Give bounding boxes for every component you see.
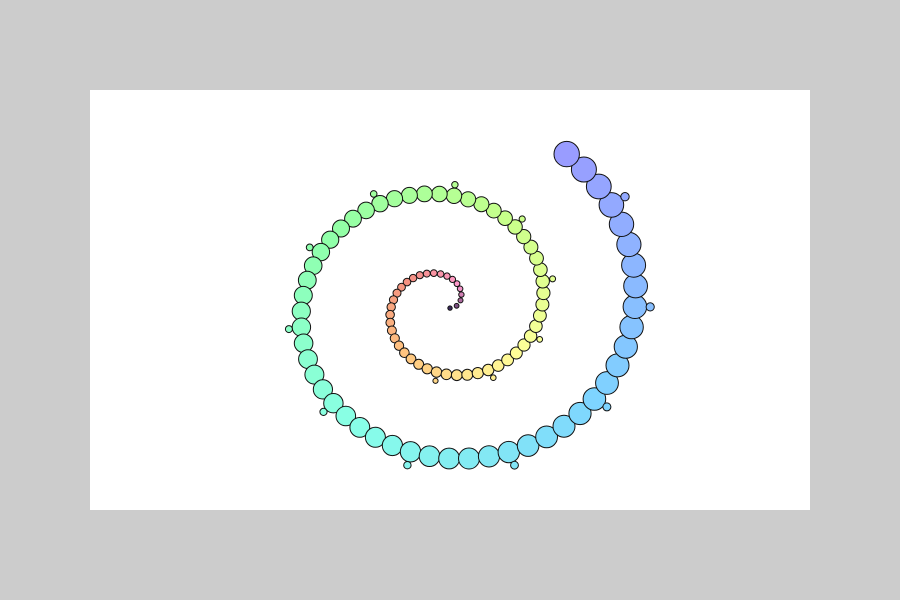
spiral-circle [448,275,457,283]
spiral-circle [381,434,403,457]
spiral-circle [517,338,531,352]
spiral-circle [509,346,523,360]
spiral-circle [460,191,477,208]
spiral-circle [293,285,313,305]
spiral-circle [385,317,396,328]
spiral-circle [321,230,340,249]
spiral-circle [552,414,576,438]
spiral-circle [450,369,463,382]
spiral-circle [397,282,406,292]
satellite-circle [403,461,412,470]
spiral-circle [523,239,539,255]
spiral-circle [405,353,417,365]
spiral-circle [585,173,612,200]
spiral-circle [416,185,433,203]
spiral-circle [349,417,371,438]
spiral-circle [399,347,410,359]
spiral-circle [456,285,464,293]
spiral-circle [408,273,418,283]
satellite-circle [451,181,459,189]
spiral-circle [436,270,445,278]
spiral-circle [431,185,448,203]
spiral-circle [393,340,405,351]
spiral-circle [440,368,453,381]
spiral-circle [598,192,625,218]
spiral-circle [516,434,540,457]
spiral-circle [438,447,461,470]
spiral-circle [568,401,592,426]
spiral-circle [497,440,520,464]
spiral-circle [323,393,344,414]
spiral-circle [402,277,412,287]
spiral-circle [458,447,480,470]
spiral-circle [621,252,647,278]
spiral-circle [582,387,607,411]
spiral-circle [453,280,461,288]
spiral-circle [619,314,644,340]
spiral-circle [491,359,505,372]
satellite-circle [369,190,378,198]
satellite-circle [620,192,630,202]
spiral-circle [553,140,580,168]
spiral-circle [399,441,422,463]
spiral-circle [623,273,648,299]
satellite-circle [284,325,293,334]
spiral-circles [284,140,655,470]
spiral-circle [430,366,443,378]
spiral-circle [507,219,523,235]
spiral-circle [312,379,333,400]
satellite-circle [432,377,439,384]
satellite-circle [490,374,497,382]
satellite-circle [305,243,314,252]
satellite-circle [645,302,655,312]
spiral-circle [357,201,375,220]
spiral-circle [418,445,441,468]
spiral-circle [415,271,424,280]
spiral-circle [413,358,425,370]
spiral-circle [291,317,312,337]
satellite-circle [319,407,328,416]
spiral-circle [497,210,513,226]
spiral-circle [443,272,451,280]
spiral-circle [385,190,404,208]
spiral-circle [344,209,362,228]
spiral-circle [516,229,532,245]
spiral-circle [461,368,474,381]
spiral-circle [471,367,484,380]
spiral-circle [595,371,619,395]
spiral-circle [445,187,463,205]
spiral-circle [400,186,418,204]
spiral-circle [570,156,597,183]
spiral-circle [457,297,464,304]
satellite-circle [510,460,519,470]
spiral-circle [477,445,501,468]
satellite-circle [549,275,557,283]
spiral-circle [458,291,465,298]
satellite-circle [518,215,526,223]
satellite-circle [536,336,544,343]
spiral-circle [447,305,453,311]
spiral-circle [622,294,648,319]
satellite-circle [602,402,612,412]
canvas-panel [90,90,810,510]
spiral-circle [501,353,515,367]
spiral-circle [332,219,350,238]
spiral-circle [485,202,502,219]
spiral-circle [535,425,559,449]
spiral-circle [335,405,357,427]
spiral-of-circles [284,140,655,470]
spiral-circle [429,269,438,278]
spiral-circle [422,269,431,278]
spiral-circle [421,363,433,375]
spiral-circle [453,302,460,309]
spiral-circle [386,302,396,312]
spiral-circle [364,426,386,448]
